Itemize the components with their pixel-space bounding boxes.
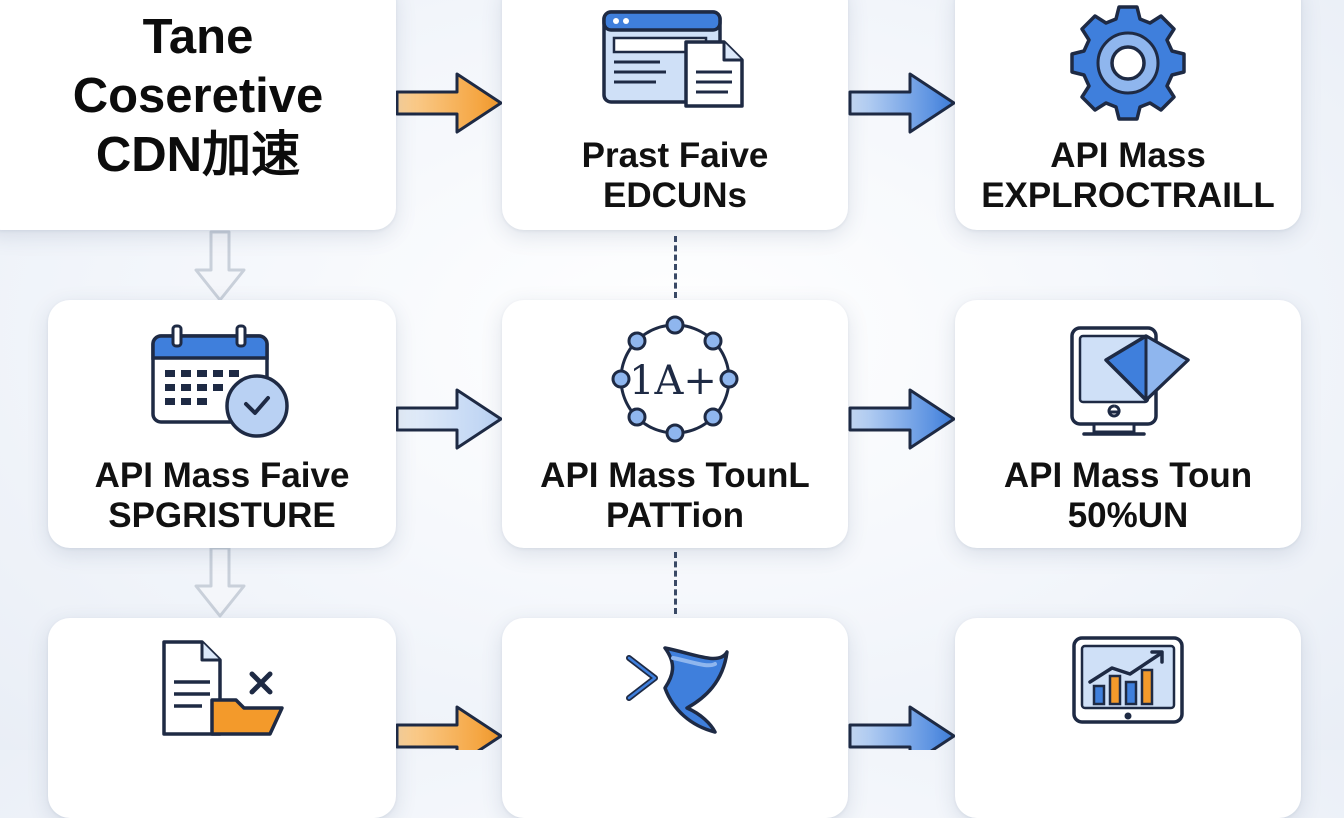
card-label: API Mass Faive SPGRISTURE [48, 456, 396, 536]
card-api-mass-toun: API Mass Toun 50%UN [955, 300, 1301, 548]
title-line-2: Coseretive [72, 69, 324, 123]
dashed-connector-1 [674, 236, 677, 298]
card-label: API Mass Toun 50%UN [955, 456, 1301, 536]
gear-icon [1065, 0, 1191, 126]
title-line-1: Tane [142, 10, 254, 64]
dashed-connector-2 [674, 552, 677, 614]
node-network-icon: 1A+ [607, 314, 743, 444]
calendar-clock-icon [147, 322, 297, 438]
monitor-shield-icon [1060, 322, 1196, 442]
card-api-mass-faive: API Mass Faive SPGRISTURE [48, 300, 396, 548]
blue-arrow-row1 [848, 70, 958, 136]
hollow-down-arrow-1 [192, 230, 248, 304]
title-line-3: CDN加速 [95, 128, 301, 182]
monitor-bar-chart-icon [1068, 634, 1188, 738]
blue-arrow-row2 [848, 386, 958, 452]
card-label-line-1: API Mass Faive [94, 456, 350, 495]
title-card: Tane Coseretive CDN加速 [0, 0, 396, 230]
document-folder-x-icon [152, 638, 292, 738]
card-label-line-2: SPGRISTURE [108, 496, 336, 535]
card-label-line-2: EXPLROCTRAILL [981, 176, 1275, 215]
card-label: Prast Faive EDCUNs [502, 136, 848, 216]
card-api-mass-explroctraill: API Mass EXPLROCTRAILL [955, 0, 1301, 230]
card-document-folder [48, 618, 396, 818]
card-label-line-1: Prast Faive [581, 136, 769, 175]
card-label-line-2: PATTion [605, 496, 745, 535]
card-label-line-1: API Mass Toun [1003, 456, 1253, 495]
card-label-line-1: API Mass [1050, 136, 1206, 175]
lightblue-arrow-row2 [395, 386, 505, 452]
blue-arrow-row3 [848, 703, 958, 750]
card-api-mass-tounl: 1A+ API Mass TounL PATTion [502, 300, 848, 548]
card-swoosh [502, 618, 848, 818]
card-prast-faive: Prast Faive EDCUNs [502, 0, 848, 230]
card-label: API Mass TounL PATTion [502, 456, 848, 536]
card-label-line-2: EDCUNs [603, 176, 747, 215]
card-label: API Mass EXPLROCTRAILL [955, 136, 1301, 216]
card-label-line-1: API Mass TounL [540, 456, 810, 495]
orange-arrow-row3 [395, 703, 505, 750]
card-label-line-2: 50%UN [1067, 496, 1189, 535]
browser-window-document-icon [600, 8, 750, 110]
swoosh-chevron-icon [615, 636, 735, 736]
node-network-text: 1A+ [629, 358, 717, 404]
hollow-down-arrow-2 [192, 546, 248, 620]
card-monitor-chart [955, 618, 1301, 818]
orange-arrow-row1 [395, 70, 505, 136]
title-text: Tane Coseretive CDN加速 [0, 8, 396, 185]
